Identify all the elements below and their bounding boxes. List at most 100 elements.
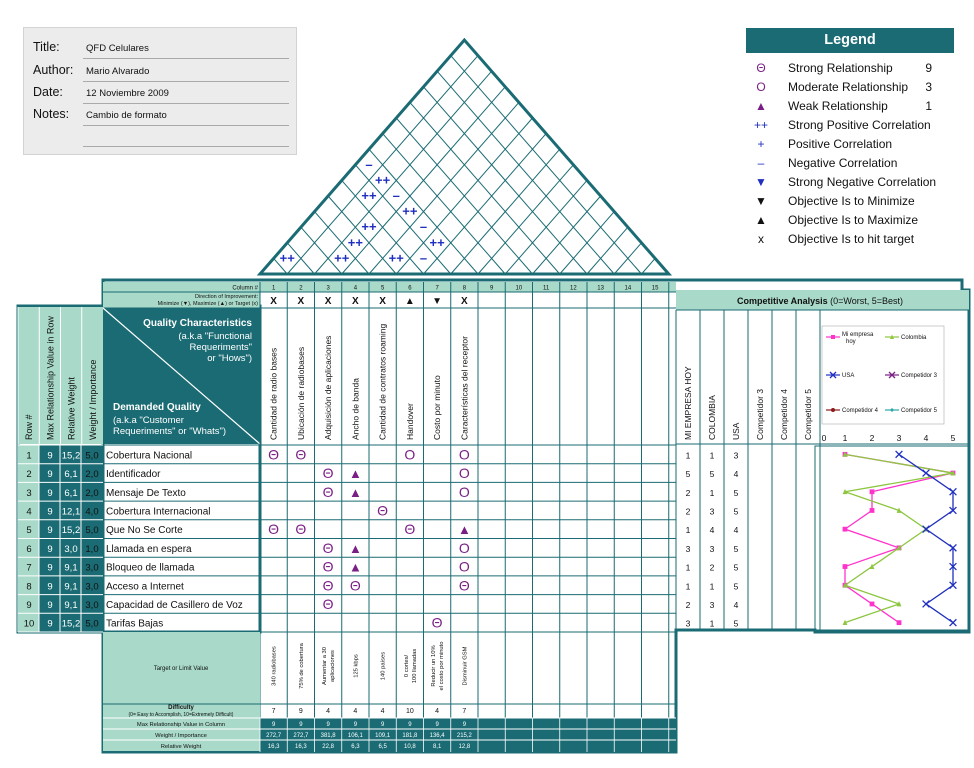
- roof-gridline: [314, 70, 493, 275]
- relationship-symbol-icon: Θ: [323, 484, 334, 500]
- target-value: 125 kbps: [353, 654, 359, 678]
- quality-characteristics-subtitle: (a.k.a "Functional: [178, 331, 252, 342]
- competitor-score: 5: [734, 488, 739, 498]
- legend-weight: 3: [925, 80, 932, 94]
- correlation-symbol-icon: –: [420, 250, 427, 265]
- row-header-label: Weight / Importance: [88, 360, 98, 440]
- column-number: 5: [381, 286, 385, 292]
- column-weight-value: 136,4: [430, 733, 446, 739]
- relationship-symbol-icon: Θ: [323, 465, 334, 481]
- title-label: Title:: [33, 40, 60, 54]
- roof-gridline: [395, 117, 533, 275]
- x-marker-icon: [949, 618, 957, 627]
- competitor-score: 3: [710, 544, 715, 554]
- max-relationship-value: 9: [272, 722, 276, 728]
- legend-symbol-icon: +: [757, 137, 765, 151]
- square-marker-icon: [842, 564, 848, 569]
- demanded-quality-item: Acceso a Internet: [106, 581, 184, 592]
- max-relationship-value: 9: [354, 722, 358, 728]
- row-relative-weight: 6,1: [64, 488, 77, 499]
- row-header-label: Relative Weight: [67, 377, 77, 440]
- difficulty-note: (0= Easy to Accomplish, 10=Extremely Dif…: [129, 712, 234, 718]
- title-value[interactable]: QFD Celulares: [86, 43, 149, 54]
- chart-legend-label: Competidor 5: [901, 408, 938, 414]
- competitor-header: COLOMBIA: [707, 395, 717, 440]
- notes-value[interactable]: Cambio de formato: [86, 110, 167, 121]
- competitor-score: 4: [734, 469, 739, 479]
- legend-label: Moderate Relationship: [788, 80, 909, 94]
- competitor-header: Competidor 3: [755, 389, 765, 440]
- column-weight-value: 109,1: [375, 733, 391, 739]
- row-max-value: 9: [47, 450, 52, 461]
- x-marker-icon: [895, 450, 903, 459]
- relationship-symbol-icon: Θ: [377, 502, 388, 518]
- column-header: Handover: [405, 403, 415, 440]
- roof-gridline: [368, 148, 479, 275]
- legend-label: Strong Negative Correlation: [788, 175, 937, 189]
- correlation-symbol-icon: ++: [375, 172, 391, 187]
- competitor-score: 5: [734, 619, 739, 629]
- roof-gridline: [354, 164, 452, 275]
- row-max-value: 9: [47, 544, 52, 555]
- chart-x-tick: 5: [951, 433, 956, 443]
- legend-symbol-icon: Θ: [756, 61, 766, 75]
- notes-extra-line: [33, 128, 289, 148]
- relationship-symbol-icon: Θ: [295, 446, 306, 462]
- legend-label: Strong Positive Correlation: [788, 118, 931, 132]
- roof-gridline: [423, 133, 547, 275]
- column-number: 7: [435, 286, 439, 292]
- triangle-marker-icon: [896, 507, 902, 513]
- row-max-value: 9: [47, 488, 52, 499]
- row-weight: 2,0: [85, 488, 98, 499]
- competitor-score: 4: [734, 600, 739, 610]
- row-number: 3: [26, 488, 31, 499]
- column-header: Cantidad de radio bases: [269, 348, 279, 440]
- relative-weight-value: 10,8: [404, 744, 416, 750]
- column-number: 10: [516, 286, 523, 292]
- relationship-symbol-icon: ▲: [349, 560, 362, 575]
- legend-item: ++Strong Positive Correlation: [746, 116, 954, 135]
- correlation-symbol-icon: ++: [334, 250, 350, 265]
- triangle-marker-icon: [842, 451, 848, 457]
- notes-label: Notes:: [33, 107, 70, 121]
- x-marker-icon: [949, 487, 957, 496]
- row-relative-weight: 9,1: [64, 581, 77, 592]
- column-number: 1: [272, 286, 276, 292]
- competitor-score: 4: [734, 525, 739, 535]
- date-label: Date:: [33, 85, 63, 99]
- roof-gridline: [641, 258, 656, 275]
- direction-icon: X: [325, 296, 332, 307]
- roof-gridline: [286, 242, 315, 275]
- x-marker-icon: [949, 506, 957, 515]
- relative-weight-value: 8,1: [433, 744, 442, 750]
- legend-label: Weak Relationship: [788, 99, 888, 113]
- difficulty-value: 4: [353, 708, 357, 715]
- column-number: 13: [597, 286, 604, 292]
- chart-series: [895, 450, 957, 627]
- target-value: Disminuir GSM: [462, 646, 468, 685]
- relationship-symbol-icon: Θ: [323, 540, 334, 556]
- row-number: 10: [24, 619, 35, 630]
- relationship-symbol-icon: O: [459, 465, 470, 481]
- legend-label: Strong Relationship: [788, 61, 893, 75]
- legend-symbol-icon: ▲: [755, 213, 767, 227]
- chart-series-line: [898, 453, 954, 624]
- row-max-value: 9: [47, 525, 52, 536]
- competitor-score: 1: [686, 450, 691, 460]
- relative-weight-value: 6,3: [351, 744, 360, 750]
- roof-gridline: [436, 70, 615, 275]
- row-relative-weight: 12,1: [62, 506, 81, 517]
- column-number: 11: [543, 286, 550, 292]
- correlation-roof: ++++++–++++++–++++–++–: [256, 37, 673, 276]
- difficulty-value: 10: [406, 708, 414, 715]
- square-marker-icon: [842, 526, 848, 532]
- legend-symbol-icon: ▼: [755, 194, 767, 208]
- chart-x-tick: 4: [924, 433, 929, 443]
- chart-legend-label: hoy: [846, 339, 856, 345]
- competitor-score: 5: [734, 563, 739, 573]
- author-value[interactable]: Mario Alvarado: [86, 66, 150, 77]
- date-value[interactable]: 12 Noviembre 2009: [86, 88, 169, 99]
- roof-gridline: [327, 195, 397, 275]
- direction-icon: X: [298, 296, 305, 307]
